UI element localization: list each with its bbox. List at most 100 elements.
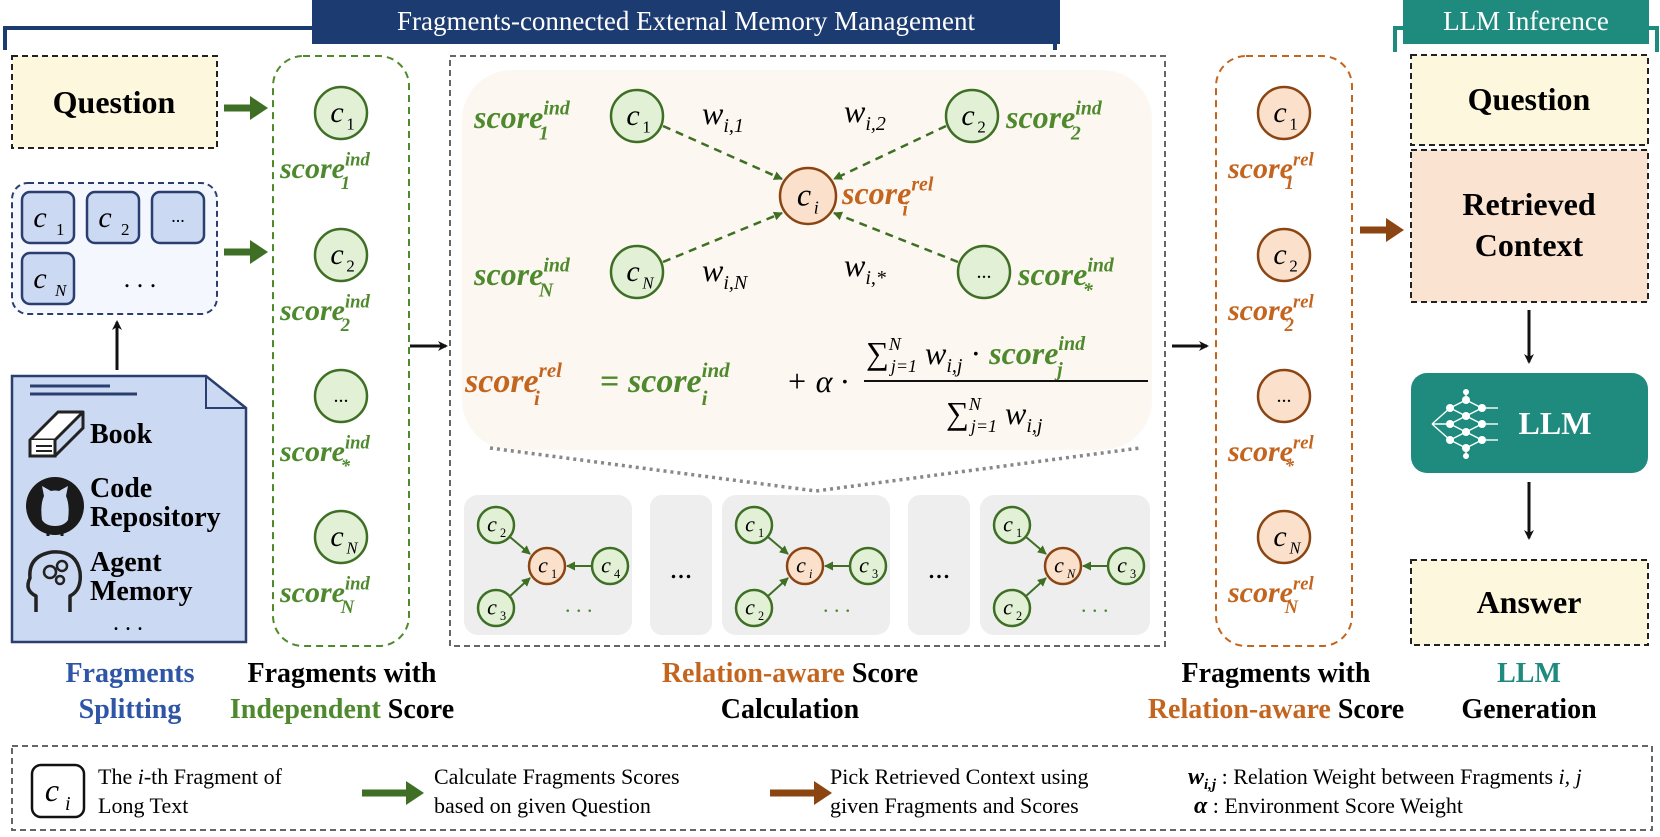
svg-text:N: N [345, 539, 358, 558]
svg-text:1: 1 [642, 118, 650, 137]
svg-text:c: c [797, 177, 811, 213]
caption-relscore-line2: Relation-aware Score [1148, 694, 1404, 725]
mini-gap-panel-1 [650, 495, 712, 635]
caption-fragments: Fragments [65, 658, 194, 689]
mini-edge-top-1 [509, 536, 531, 555]
mini-edge-bottom-2 [767, 577, 789, 597]
mini-edge-bottom-1 [509, 577, 531, 597]
svg-text:c: c [330, 96, 343, 129]
svg-text:1: 1 [346, 115, 354, 134]
brown-arrow-context-head [1386, 218, 1404, 242]
relation-graph-bg [462, 70, 1152, 450]
relation-score-panel [1215, 55, 1353, 647]
svg-text:3: 3 [872, 567, 878, 581]
svg-text:...: ... [171, 206, 185, 226]
neural-network-nodes [1446, 389, 1486, 459]
fragment-tile-2-sub: 2 [121, 220, 130, 239]
source-ellipsis: . . . [113, 610, 143, 636]
fragment-tile-1-sub: 1 [56, 220, 65, 239]
caption-generation: Generation [1461, 694, 1597, 725]
legend-brown-desc-1: Pick Retrieved Context using [830, 764, 1088, 789]
svg-text:2: 2 [1289, 257, 1297, 276]
svg-text:1: 1 [758, 526, 764, 540]
legend-fragment-desc-1: The i-th Fragment of [98, 764, 283, 789]
legend-green-desc-2: based on given Question [434, 793, 651, 818]
mini-edge-bottom-3 [1025, 577, 1047, 597]
svg-text:c: c [33, 201, 46, 234]
svg-text:c: c [1003, 512, 1013, 537]
mini-dots-1: . . . [565, 592, 593, 617]
svg-text:c: c [330, 520, 343, 553]
svg-text:2: 2 [500, 526, 506, 540]
retrieved-context-line2: Context [1475, 227, 1584, 263]
answer-label: Answer [1477, 584, 1582, 620]
fragment-tile-1: c 1 [20, 190, 76, 245]
legend-alpha: α : Environment Score Weight [1194, 793, 1463, 819]
svg-text:c: c [626, 255, 639, 288]
svg-text:c: c [626, 99, 639, 132]
mini-dots-3: . . . [1081, 592, 1109, 617]
independent-score-panel [272, 55, 410, 647]
book-icon [28, 410, 85, 458]
source-agent: Agent [90, 547, 162, 578]
question-label: Question [53, 84, 176, 120]
svg-text:i: i [65, 793, 71, 815]
svg-text:c: c [1273, 238, 1286, 271]
svg-text:3: 3 [500, 609, 506, 623]
mini-gap-ellipsis-2: ... [928, 552, 951, 585]
svg-text:4: 4 [614, 567, 620, 581]
fragment-tile-n: c N [20, 251, 76, 306]
svg-text:c: c [1117, 553, 1127, 578]
weight-2: wi,2 [844, 93, 886, 135]
legend-green-arrow-head [406, 781, 424, 805]
weight-3: wi,N [702, 252, 749, 294]
independent-score-3: scoreind* [279, 432, 370, 476]
svg-text:...: ... [1277, 385, 1292, 407]
caption-relation-line1: Relation-aware Score [662, 658, 918, 689]
svg-text:2: 2 [977, 118, 985, 137]
svg-text:i: i [809, 567, 813, 581]
memory-title-bar [312, 0, 1060, 44]
svg-text:c: c [98, 201, 111, 234]
formula-plus-alpha: + α · [786, 363, 848, 399]
fragment-tile-2: c 2 [85, 190, 141, 245]
legend-green-desc-1: Calculate Fragments Scores [434, 764, 680, 789]
retrieved-context-line1: Retrieved [1462, 186, 1595, 222]
svg-text:c: c [1273, 96, 1286, 129]
retrieved-context-box: Retrieved Context [1410, 149, 1649, 303]
legend-brown-arrow-head [814, 781, 832, 805]
independent-node-3: ... [313, 368, 369, 424]
inference-question-box: Question [1410, 54, 1649, 146]
fragment-tile-n-sub: N [54, 281, 68, 300]
svg-text:c: c [487, 595, 497, 620]
mini-edge-top-2 [767, 536, 789, 555]
green-arrow-question-head [250, 96, 268, 120]
source-code: Code [90, 473, 152, 504]
weight-1: wi,1 [702, 95, 744, 137]
memory-title: Fragments-connected External Memory Mana… [397, 6, 976, 36]
